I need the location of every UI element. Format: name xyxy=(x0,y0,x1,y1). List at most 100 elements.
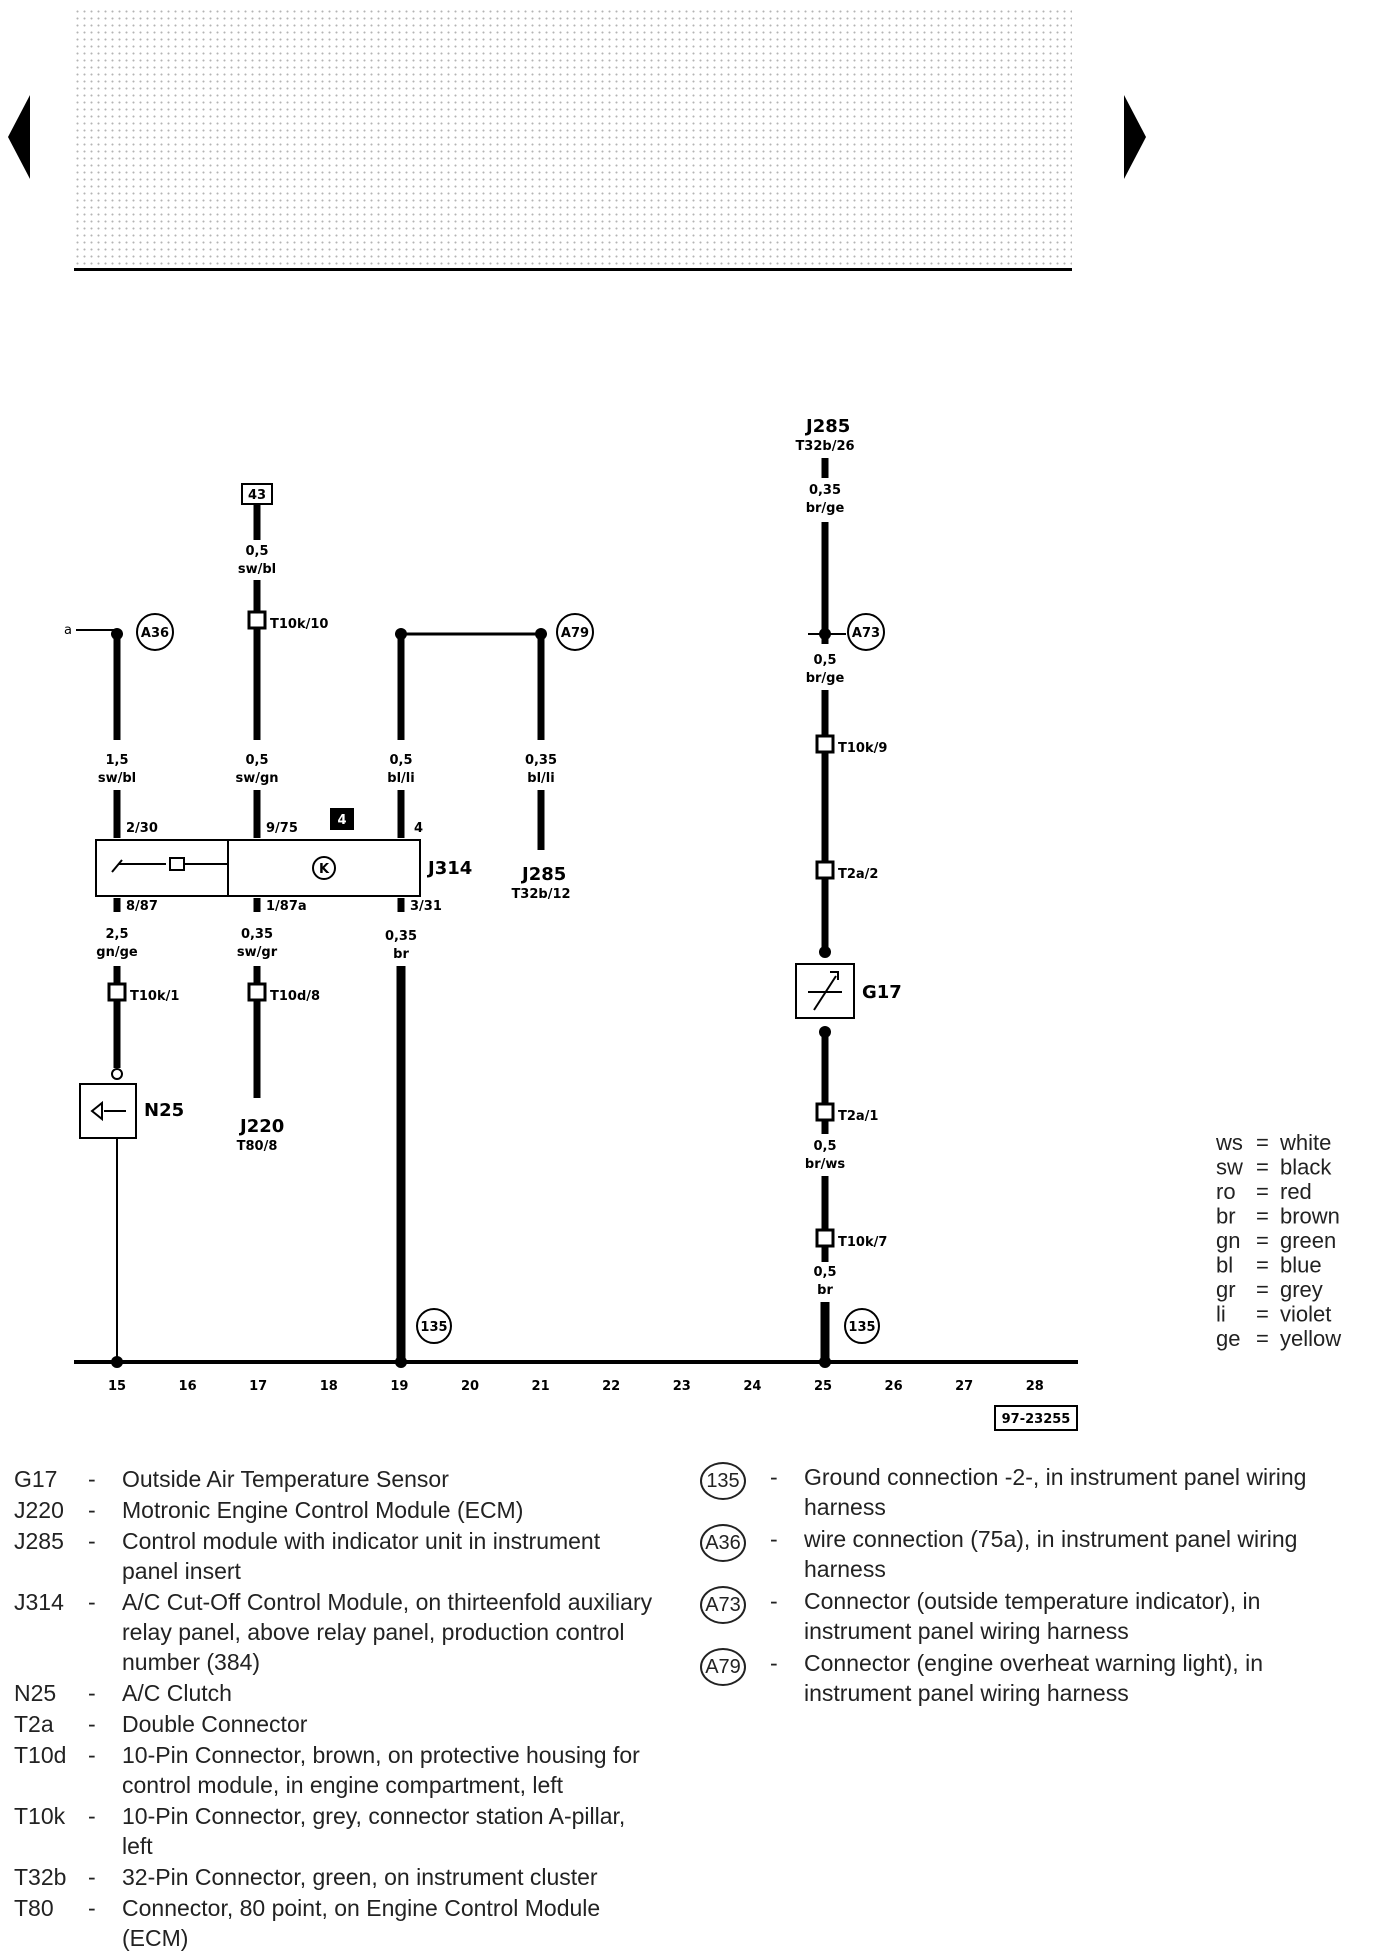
component-code: N25 xyxy=(14,1680,57,1706)
j220-pin: T80/8 xyxy=(237,1139,278,1154)
wire-19a-size: 0,5 xyxy=(389,753,412,768)
wire-25d-size: 0,5 xyxy=(813,1265,836,1280)
component-dash: - xyxy=(88,1864,96,1890)
ground-code-circle-icon: A73 xyxy=(700,1586,746,1624)
a36-connector-icon xyxy=(136,613,174,651)
component-dash: - xyxy=(88,1895,96,1921)
legend-color-name: yellow xyxy=(1280,1326,1341,1351)
next-page-arrow-icon[interactable] xyxy=(1124,95,1146,179)
ground-135-left-label: 135 xyxy=(420,1320,447,1335)
wire-15b-color: gn/ge xyxy=(96,945,138,960)
component-description: Double Connector xyxy=(122,1711,308,1737)
ground-item: A73-Connector (outside temperature indic… xyxy=(700,1586,1340,1646)
wire-25a-color: br/ge xyxy=(806,501,845,516)
ground-dash: - xyxy=(770,1650,778,1676)
track-number: 16 xyxy=(179,1379,197,1394)
legend-equals: = xyxy=(1256,1302,1269,1327)
ground-135-right-label: 135 xyxy=(848,1320,875,1335)
previous-page-arrow-icon[interactable] xyxy=(8,95,30,179)
legend-code: li xyxy=(1216,1302,1226,1327)
wire-25b-size: 0,5 xyxy=(813,653,836,668)
t2a2-label: T2a/2 xyxy=(838,867,878,882)
legend-code: ro xyxy=(1216,1179,1236,1204)
pin-1-87a: 1/87a xyxy=(266,899,307,914)
component-code: T80 xyxy=(14,1895,54,1921)
component-dash: - xyxy=(88,1466,96,1492)
t10k1-label: T10k/1 xyxy=(130,989,179,1004)
thermistor-icon xyxy=(808,971,842,1011)
wire-25b-color: br/ge xyxy=(806,671,845,686)
component-description: 10-Pin Connector, grey, connector statio… xyxy=(122,1803,626,1859)
legend-code: ws xyxy=(1215,1130,1243,1155)
wire-25c-color: br/ws xyxy=(805,1157,845,1172)
ground-code-circle-icon: A79 xyxy=(700,1648,746,1686)
wire-15-size: 1,5 xyxy=(105,753,128,768)
ground-135-left-icon xyxy=(416,1308,452,1344)
component-dash: - xyxy=(88,1742,96,1768)
wire-17a-size: 0,5 xyxy=(245,544,268,559)
g17-label: G17 xyxy=(862,982,902,1003)
j285-top-label: J285 xyxy=(804,416,850,437)
doc-number-box xyxy=(994,1405,1078,1431)
wire-21-color: bl/li xyxy=(527,771,554,786)
legend-color-name: white xyxy=(1279,1130,1331,1155)
ground-description: Connector (engine overheat warning light… xyxy=(804,1650,1263,1706)
doc-number: 97-23255 xyxy=(1002,1412,1071,1427)
component-dash: - xyxy=(88,1803,96,1829)
component-description: Motronic Engine Control Module (ECM) xyxy=(122,1497,524,1523)
legend-equals: = xyxy=(1256,1130,1269,1155)
wire-17c-color: sw/gr xyxy=(237,945,278,960)
n25-clutch-symbol-icon xyxy=(90,1100,126,1122)
wire-19b-color: br xyxy=(393,947,409,962)
t10k10-label: T10k/10 xyxy=(270,617,328,632)
legend-code: br xyxy=(1216,1204,1236,1229)
component-item: J220-Motronic Engine Control Module (ECM… xyxy=(14,1495,654,1525)
header-title-area xyxy=(74,8,1072,266)
component-code: J314 xyxy=(14,1589,64,1615)
component-code: T32b xyxy=(14,1864,67,1890)
component-dash: - xyxy=(88,1680,96,1706)
wire-25a-size: 0,35 xyxy=(809,483,841,498)
track-number: 23 xyxy=(673,1379,691,1394)
wire-25c-size: 0,5 xyxy=(813,1139,836,1154)
wire-17a-color: sw/bl xyxy=(238,562,276,577)
component-item: G17 -Outside Air Temperature Sensor xyxy=(14,1464,654,1494)
legend-color-name: brown xyxy=(1280,1204,1340,1229)
legend-color-name: green xyxy=(1280,1228,1336,1253)
a36-label: A36 xyxy=(141,626,169,641)
component-description: Connector, 80 point, on Engine Control M… xyxy=(122,1895,601,1951)
component-code: T2a xyxy=(14,1711,54,1737)
component-dash: - xyxy=(88,1711,96,1737)
t10k10-connector-icon xyxy=(247,610,267,630)
t2a2-connector-icon xyxy=(815,860,835,880)
relay-position-box xyxy=(330,808,354,830)
j285-top-pin: T32b/26 xyxy=(795,439,854,454)
track-number: 27 xyxy=(955,1379,973,1394)
relay-contact-icon xyxy=(111,857,228,873)
component-description: Control module with indicator unit in in… xyxy=(122,1528,601,1584)
legend-color-name: grey xyxy=(1280,1277,1323,1302)
pin-9-75: 9/75 xyxy=(266,821,298,836)
track-number: 24 xyxy=(743,1379,761,1394)
relay-coil-icon xyxy=(312,856,336,880)
ground-dash: - xyxy=(770,1588,778,1614)
ground-code-circle-icon: A36 xyxy=(700,1524,746,1562)
fuse-43-label: 43 xyxy=(248,488,266,503)
legend-color-name: blue xyxy=(1280,1253,1322,1278)
component-code: T10k xyxy=(14,1803,66,1829)
component-item: N25-A/C Clutch xyxy=(14,1678,654,1708)
wire-15-color: sw/bl xyxy=(98,771,136,786)
component-code: G17 xyxy=(14,1466,58,1492)
ground-description: wire connection (75a), in instrument pan… xyxy=(804,1526,1298,1582)
component-description: Outside Air Temperature Sensor xyxy=(122,1466,449,1492)
a73-connector-icon xyxy=(847,613,885,651)
legend-code: gr xyxy=(1216,1277,1236,1302)
t10d8-connector-icon xyxy=(247,982,267,1002)
legend-equals: = xyxy=(1256,1253,1269,1278)
ground-item: 135-Ground connection -2-, in instrument… xyxy=(700,1462,1340,1522)
track-number: 18 xyxy=(320,1379,338,1394)
wire-17b-size: 0,5 xyxy=(245,753,268,768)
a79-label: A79 xyxy=(561,626,589,641)
